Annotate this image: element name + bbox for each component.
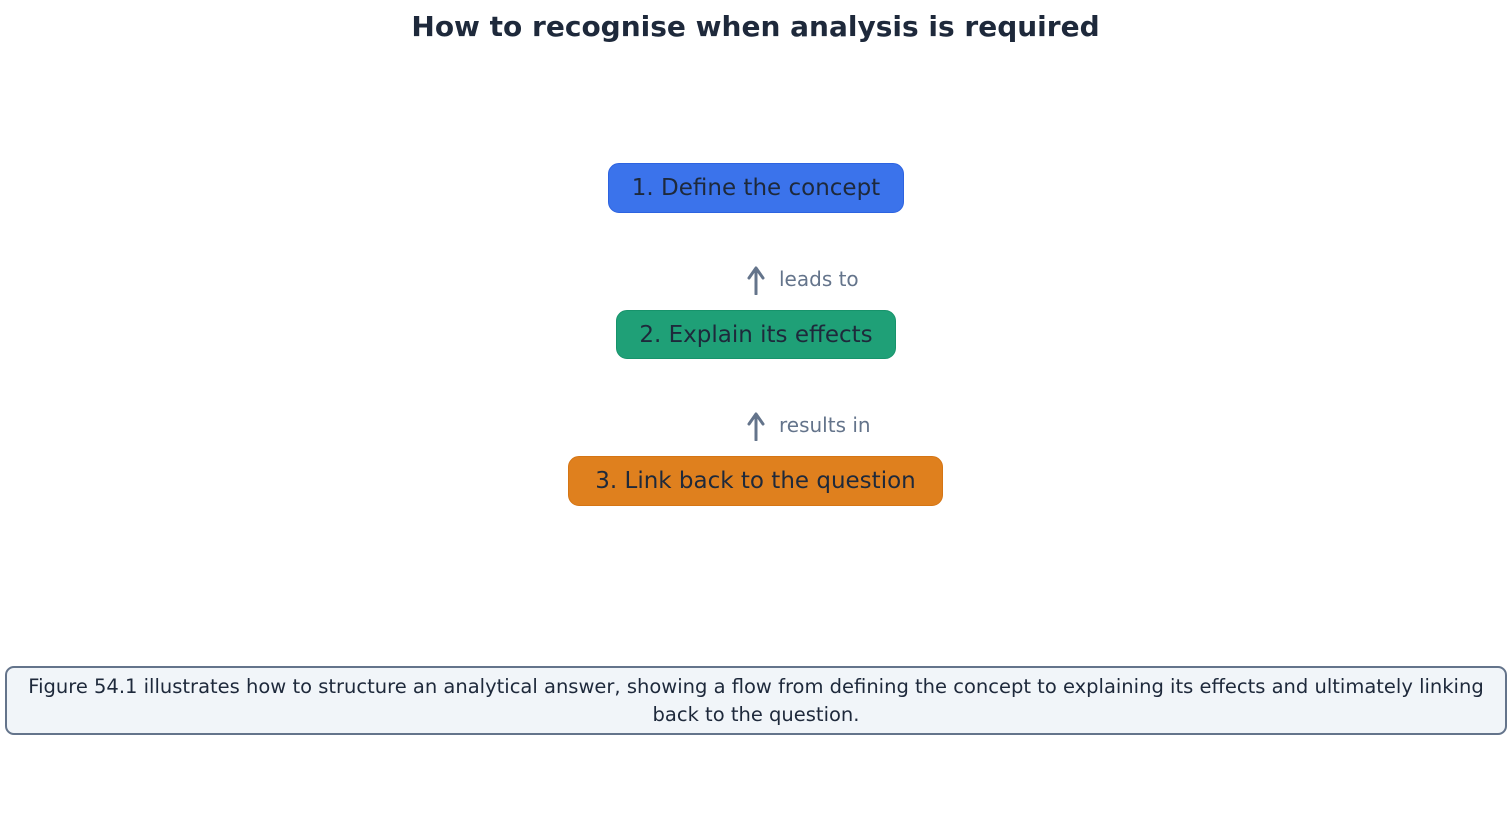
node-link-back: 3. Link back to the question — [568, 456, 943, 506]
arrow-up-icon — [747, 412, 765, 441]
diagram-title: How to recognise when analysis is requir… — [411, 10, 1100, 43]
node-label: 1. Define the concept — [631, 175, 881, 201]
node-label: 3. Link back to the question — [595, 468, 916, 494]
node-define-concept: 1. Define the concept — [608, 163, 904, 213]
caption-text: Figure 54.1 illustrates how to structure… — [28, 674, 1484, 726]
node-explain-effects: 2. Explain its effects — [616, 310, 896, 359]
figure-caption: Figure 54.1 illustrates how to structure… — [5, 666, 1507, 735]
edge-label-leads-to: leads to — [779, 267, 859, 291]
edge-label-results-in: results in — [779, 413, 871, 437]
node-label: 2. Explain its effects — [639, 321, 873, 348]
arrow-up-icon — [747, 266, 765, 295]
